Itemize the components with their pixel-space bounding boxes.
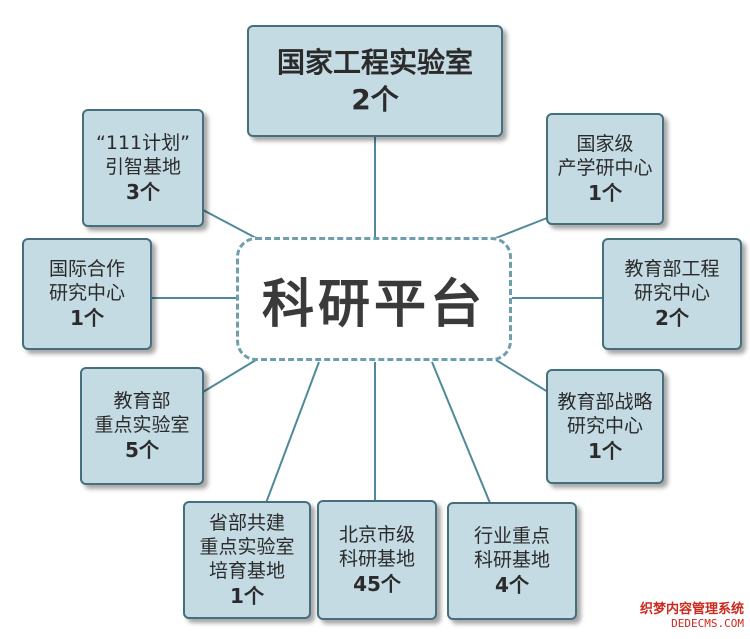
node-label: 重点实验室 <box>94 414 190 436</box>
node-count: 1个 <box>70 306 104 330</box>
node-label: 北京市级 <box>338 524 415 546</box>
watermark-en: DEDECMS.COM <box>671 617 744 630</box>
watermark: 织梦内容管理系统 DEDECMS.COM <box>640 603 744 631</box>
node-count: 2个 <box>655 306 689 330</box>
watermark-cn: 织梦内容管理系统 <box>639 602 744 617</box>
node-label: 教育部战略 <box>557 390 653 413</box>
node-count: 3个 <box>126 180 160 204</box>
node-count: 1个 <box>230 584 264 608</box>
node-label: 国家级 <box>576 133 634 155</box>
node-count: 5个 <box>125 438 159 462</box>
node-count: 1个 <box>588 438 622 463</box>
node-count: 2个 <box>351 83 399 116</box>
connector-moe-strategy-center <box>495 359 549 393</box>
connector-province-ministry-lab <box>265 361 320 504</box>
node-count: 4个 <box>495 573 529 597</box>
node-count: 1个 <box>588 181 622 205</box>
node-label: 国家工程实验室 <box>276 46 473 79</box>
node-label: 研究中心 <box>566 414 643 437</box>
node-count: 45个 <box>353 572 401 596</box>
node-label: “111计划” <box>96 132 190 154</box>
node-label: 引智基地 <box>104 156 181 178</box>
node-label: 行业重点 <box>473 525 550 547</box>
node-label: 研究中心 <box>48 282 125 304</box>
node-label: 研究中心 <box>633 282 710 304</box>
node-label: 科研基地 <box>338 548 415 570</box>
node-label: 国际合作 <box>48 258 125 280</box>
node-label: 教育部 <box>113 390 171 412</box>
node-label: 重点实验室 <box>199 536 295 558</box>
node-label: 培育基地 <box>208 560 285 582</box>
center-node: 科研平台 <box>236 237 512 361</box>
node-label: 产学研中心 <box>557 157 653 179</box>
node-label: 科研基地 <box>473 549 550 571</box>
connector-industry-key-base <box>431 361 491 504</box>
connector-plan-111-base <box>202 209 257 239</box>
node-label: 教育部工程 <box>624 258 720 280</box>
connector-moe-key-lab <box>202 359 257 393</box>
node-national-eng-lab: 国家工程实验室 2个 <box>247 25 503 137</box>
center-title: 科研平台 <box>261 274 486 335</box>
connector-national-iur-center <box>495 217 548 239</box>
node-label: 省部共建 <box>208 512 285 534</box>
